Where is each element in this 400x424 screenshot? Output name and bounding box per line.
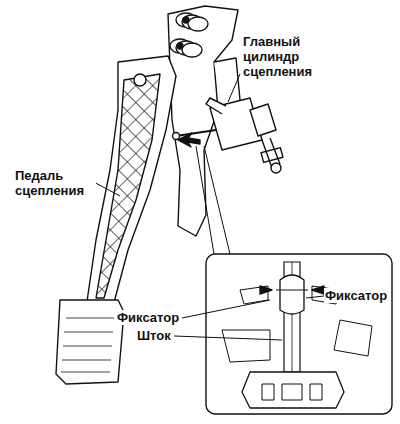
detail-inset <box>206 254 392 414</box>
view-arrow <box>178 133 200 147</box>
part-label: Фиксатор <box>324 288 388 303</box>
part-label: Главный цилиндр сцепления <box>242 34 326 79</box>
master-cylinder <box>206 98 283 173</box>
part-label: Фиксатор <box>116 310 180 325</box>
return-spring <box>170 13 208 57</box>
part-label: Шток <box>136 328 172 343</box>
pedal-pad <box>56 300 124 384</box>
pushrod-detail <box>222 262 372 408</box>
pedal-arm <box>86 56 176 310</box>
part-label: Педаль сцепления <box>14 168 96 198</box>
